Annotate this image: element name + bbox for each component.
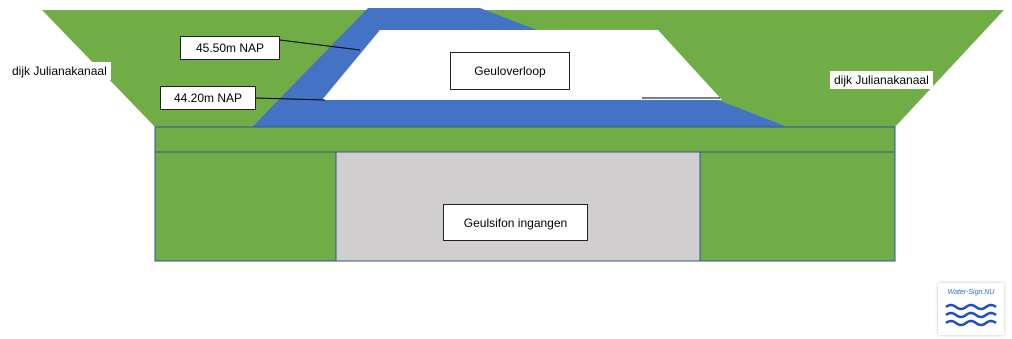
dike-left-embankment (42, 10, 368, 127)
siphon-label: Geulsifon ingangen (443, 204, 588, 241)
leader-line-bottom (254, 97, 326, 101)
dike-left-label: dijk Julianakanaal (8, 62, 111, 80)
level-top-label: 45.50m NAP (180, 36, 280, 60)
dike-right-label: dijk Julianakanaal (830, 71, 933, 89)
wave-lines-icon (945, 303, 997, 327)
water-sign-logo: Water-Sign.NU (938, 283, 1004, 335)
foundation-right (699, 151, 896, 262)
level-bottom-label: 44.20m NAP (160, 86, 256, 110)
logo-text: Water-Sign.NU (947, 289, 995, 296)
overflow-label: Geuloverloop (450, 52, 570, 90)
dike-crest-band (154, 126, 896, 153)
leader-line-top (279, 39, 361, 51)
foundation-left (154, 151, 337, 262)
